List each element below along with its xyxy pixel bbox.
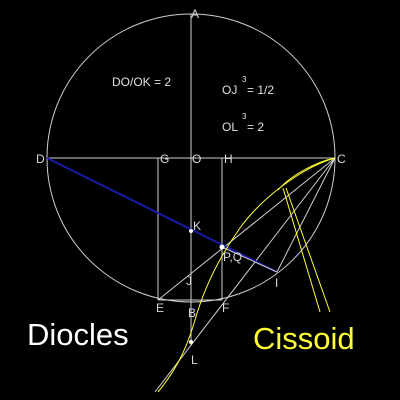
equation-ratio: DO/OK = 2 bbox=[112, 75, 171, 89]
pointer-line-right bbox=[285, 187, 331, 313]
label-o: O bbox=[192, 152, 201, 166]
label-d: D bbox=[36, 152, 45, 166]
caption-cissoid: Cissoid bbox=[253, 321, 355, 356]
label-e: E bbox=[156, 301, 164, 315]
label-pq: P,Q bbox=[223, 250, 242, 264]
label-j: J bbox=[186, 274, 192, 288]
label-a: A bbox=[191, 7, 199, 21]
line-p-i bbox=[221, 246, 278, 273]
label-f: F bbox=[222, 301, 229, 315]
label-h: H bbox=[224, 152, 233, 166]
blue-line-d-i bbox=[46, 157, 278, 273]
label-l: L bbox=[191, 353, 198, 367]
equation-oj-exponent: 3 bbox=[242, 75, 247, 84]
cissoid-curve-upper bbox=[277, 157, 336, 191]
label-g: G bbox=[160, 152, 169, 166]
label-k: K bbox=[193, 219, 201, 233]
label-b: B bbox=[188, 306, 196, 320]
equation-ol-exponent: 3 bbox=[242, 112, 247, 121]
equation-ol-value: = 2 bbox=[247, 120, 264, 134]
line-c-i bbox=[276, 157, 336, 273]
line-c-curve bbox=[154, 157, 336, 393]
pointer-line-left bbox=[282, 187, 321, 313]
equation-ol-base: OL bbox=[222, 120, 238, 134]
line-c-e bbox=[157, 157, 336, 301]
caption-diocles: Diocles bbox=[27, 317, 129, 352]
label-c: C bbox=[337, 152, 346, 166]
label-i: I bbox=[275, 276, 278, 290]
equation-oj-base: OJ bbox=[222, 83, 237, 97]
point-k bbox=[189, 229, 193, 233]
cissoid-curve bbox=[157, 157, 336, 393]
point-l bbox=[189, 340, 193, 344]
point-p bbox=[219, 244, 225, 250]
equation-oj-value: = 1/2 bbox=[247, 83, 274, 97]
